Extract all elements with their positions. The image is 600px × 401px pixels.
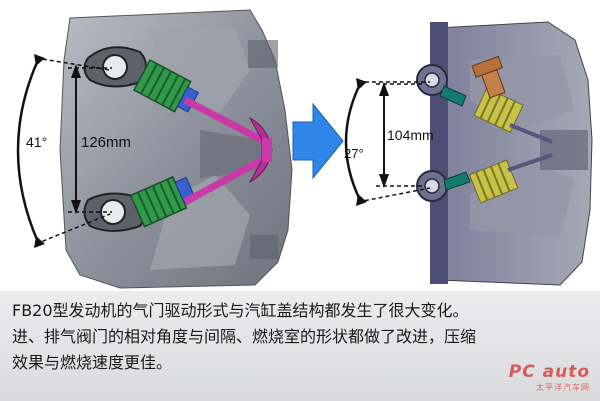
right-bottom-valve-spring xyxy=(468,159,519,204)
right-distance-label: 104mm xyxy=(387,127,434,143)
caption-panel xyxy=(0,291,600,401)
watermark-subtitle: 太平洋汽车网 xyxy=(536,383,590,392)
left-angle-label: 41° xyxy=(26,134,47,150)
transition-arrow xyxy=(292,102,344,180)
left-valves xyxy=(183,96,273,206)
watermark: PC auto 太平洋汽车网 xyxy=(509,362,590,393)
right-dimensions xyxy=(344,78,431,206)
left-bottom-camshaft xyxy=(83,192,147,232)
right-top-valve-spring xyxy=(473,87,524,133)
watermark-logo: PC auto xyxy=(508,362,590,382)
right-bottom-camshaft xyxy=(416,170,471,202)
left-dimensions xyxy=(16,54,112,248)
right-spark-plug xyxy=(471,55,506,99)
caption-text: FB20型发动机的气门驱动形式与汽缸盖结构都发生了很大变化。进、排气阀门的相对角… xyxy=(12,301,477,372)
right-angle-label: 27° xyxy=(344,146,364,161)
left-top-camshaft xyxy=(83,46,147,88)
right-cylinder-head xyxy=(430,21,593,286)
right-valves xyxy=(507,123,553,172)
right-top-camshaft xyxy=(416,64,467,107)
left-distance-label: 126mm xyxy=(81,134,131,151)
